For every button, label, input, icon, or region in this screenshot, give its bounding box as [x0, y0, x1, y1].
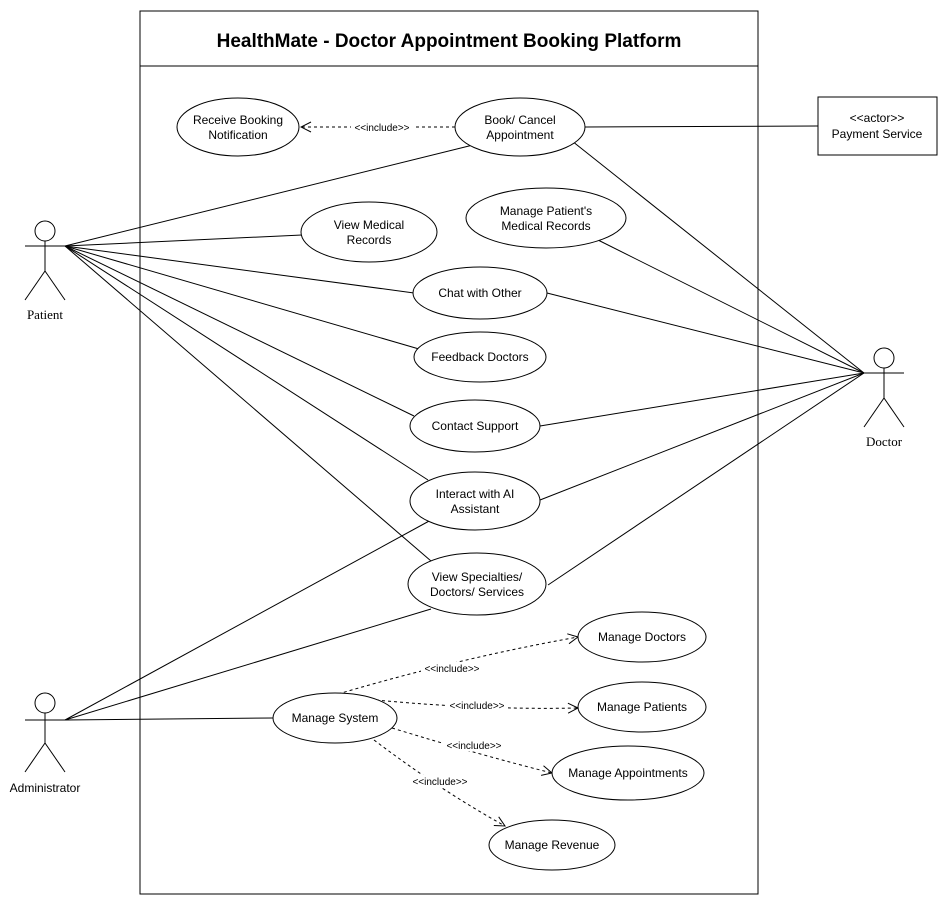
svg-text:Manage Patients: Manage Patients	[597, 700, 687, 714]
use-case-book-cancel: Book/ Cancel Appointment	[454, 97, 586, 157]
use-case-manage-doctors: Manage Doctors	[577, 611, 707, 663]
actor-figure-icon	[24, 692, 66, 773]
svg-text:Appointment: Appointment	[486, 128, 554, 142]
svg-text:Manage Revenue: Manage Revenue	[505, 838, 600, 852]
svg-text:Medical Records: Medical Records	[501, 219, 590, 233]
administrator-label: Administrator	[10, 781, 81, 795]
actor-figure-icon	[863, 347, 905, 428]
doctor-label: Doctor	[866, 434, 903, 449]
svg-text:View Specialties/: View Specialties/	[432, 570, 523, 584]
use-case-receive-notification: Receive Booking Notification	[176, 97, 300, 157]
svg-text:Manage Appointments: Manage Appointments	[568, 766, 687, 780]
administrator-actor: Administrator	[10, 692, 81, 795]
svg-text:Doctors/ Services: Doctors/ Services	[430, 585, 524, 599]
use-case-manage-revenue: Manage Revenue	[488, 819, 616, 871]
include-label: <<include>>	[449, 701, 504, 712]
diagram-title: HealthMate - Doctor Appointment Booking …	[217, 31, 682, 52]
administrator-associations	[64, 519, 432, 721]
use-case-view-medical-records: View Medical Records	[300, 201, 438, 263]
doctor-actor: Doctor	[863, 347, 905, 449]
svg-text:Contact Support: Contact Support	[432, 419, 519, 433]
patient-label: Patient	[27, 307, 63, 322]
include-label: <<include>>	[446, 741, 501, 752]
svg-text:Interact with AI: Interact with AI	[436, 487, 515, 501]
use-case-manage-appointments: Manage Appointments	[551, 745, 705, 801]
use-case-ai-assistant: Interact with AI Assistant	[409, 471, 541, 531]
use-case-manage-patient-records: Manage Patient's Medical Records	[465, 187, 627, 249]
use-case-manage-system: Manage System	[272, 692, 398, 744]
svg-text:Book/ Cancel: Book/ Cancel	[484, 113, 555, 127]
svg-text:Feedback Doctors: Feedback Doctors	[431, 350, 528, 364]
use-case-feedback: Feedback Doctors	[413, 331, 547, 383]
include-label: <<include>>	[354, 123, 409, 134]
svg-text:Chat with Other: Chat with Other	[438, 286, 521, 300]
svg-text:Records: Records	[347, 233, 392, 247]
svg-text:View Medical: View Medical	[334, 218, 404, 232]
svg-text:<<actor>>: <<actor>>	[850, 111, 905, 125]
include-label: <<include>>	[412, 777, 467, 788]
patient-actor: Patient	[24, 220, 66, 322]
use-case-manage-patients: Manage Patients	[577, 681, 707, 733]
actor-figure-icon	[24, 220, 66, 301]
svg-text:Manage System: Manage System	[292, 711, 379, 725]
doctor-associations	[539, 140, 865, 586]
svg-text:Payment Service: Payment Service	[832, 127, 923, 141]
include-labels: <<include>> <<include>> <<include>> <<in…	[351, 121, 508, 788]
svg-text:Manage Patient's: Manage Patient's	[500, 204, 592, 218]
use-case-contact-support: Contact Support	[409, 399, 541, 453]
svg-text:Assistant: Assistant	[451, 502, 500, 516]
patient-associations	[64, 144, 474, 562]
use-case-chat: Chat with Other	[412, 266, 548, 320]
use-case-view-specialties: View Specialties/ Doctors/ Services	[407, 552, 547, 616]
payment-service-actor: <<actor>> Payment Service	[817, 96, 938, 156]
payment-association	[584, 125, 819, 128]
svg-text:Receive Booking: Receive Booking	[193, 113, 283, 127]
include-label: <<include>>	[424, 664, 479, 675]
svg-text:Manage Doctors: Manage Doctors	[598, 630, 686, 644]
svg-text:Notification: Notification	[208, 128, 267, 142]
